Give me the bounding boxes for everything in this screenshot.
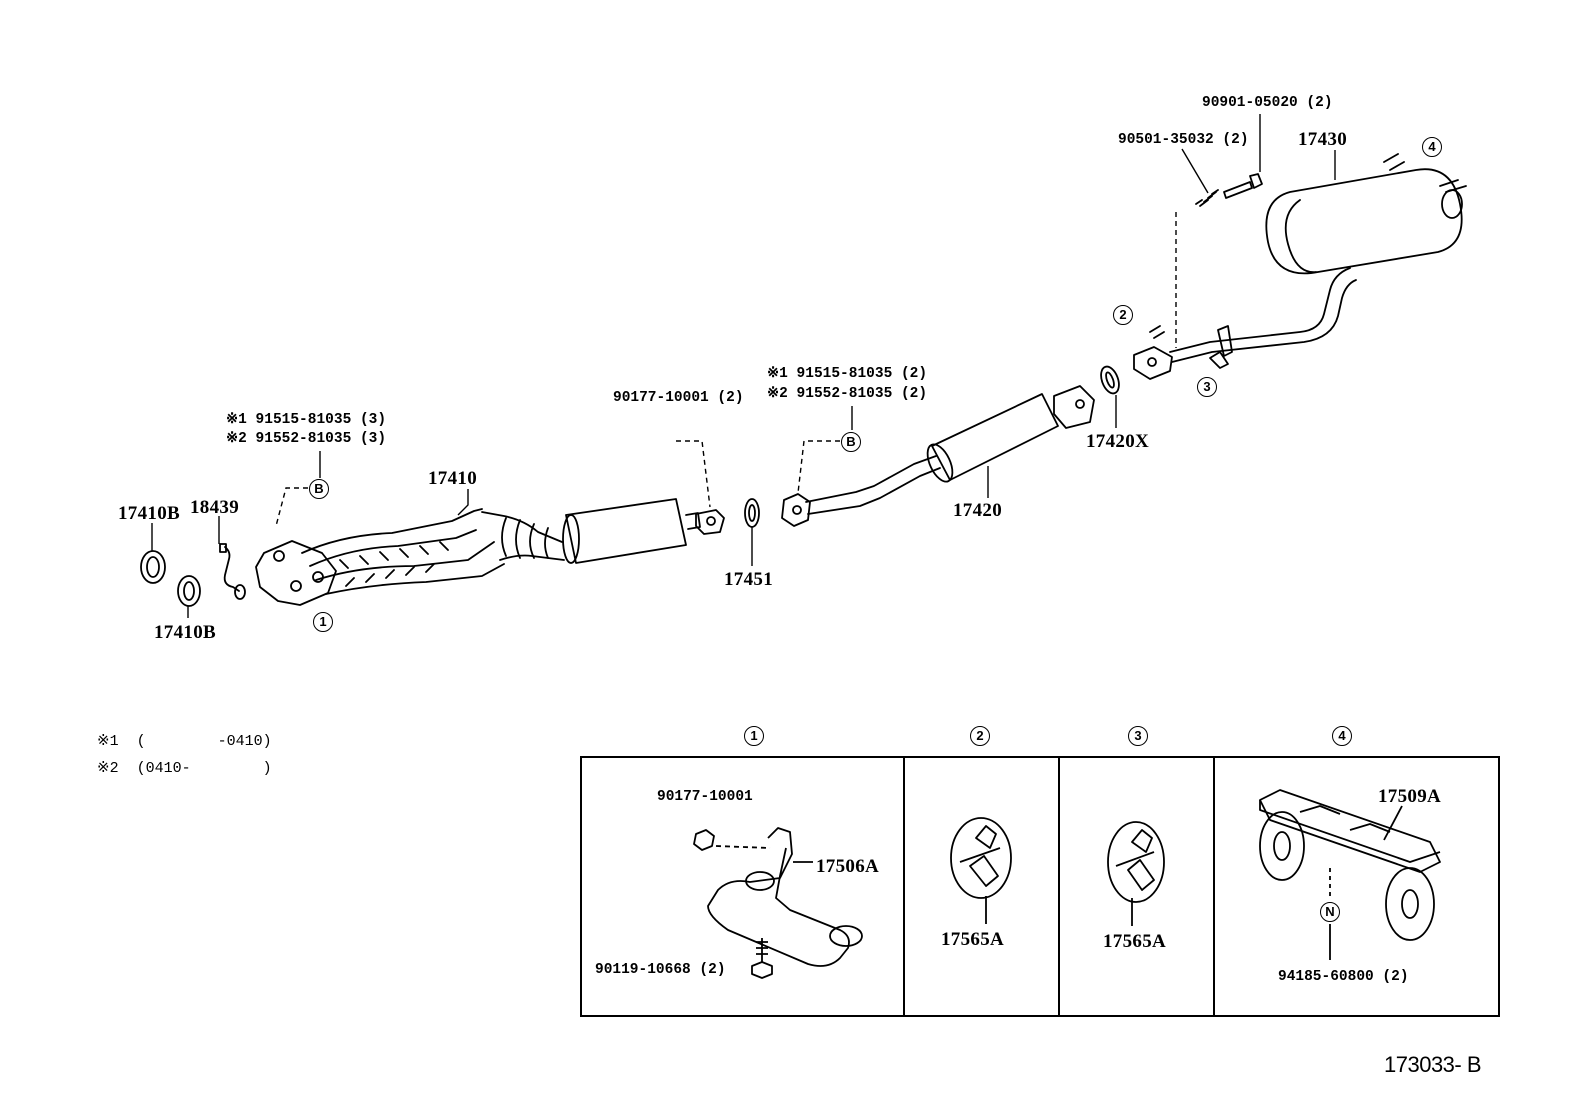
gasket-17451-drawing bbox=[744, 498, 760, 528]
label-90177-nut: 90177-10001 (2) bbox=[613, 390, 744, 406]
label-17410b-top: 17410B bbox=[118, 503, 180, 524]
detail-panels-frame bbox=[580, 756, 1500, 1017]
marker-b-center: B bbox=[841, 432, 861, 452]
diagram-reference: 173033- B bbox=[1384, 1052, 1482, 1077]
spring-bolt-drawing bbox=[1195, 173, 1263, 207]
center-bolt-note-2: ※2 91552-81035 (2) bbox=[767, 386, 928, 402]
callout-4-main: 4 bbox=[1422, 137, 1442, 157]
marker-b-front: B bbox=[309, 479, 329, 499]
center-bolt-note-1: ※1 91515-81035 (2) bbox=[767, 366, 928, 382]
callout-1-main: 1 bbox=[313, 612, 333, 632]
panel-4-nut-label: 94185-60800 (2) bbox=[1278, 969, 1409, 985]
label-90901: 90901-05020 (2) bbox=[1202, 95, 1333, 111]
tail-pipe-17430-drawing bbox=[1133, 153, 1467, 380]
gasket-17410b-top-drawing bbox=[140, 550, 166, 584]
panel-2-hanger-label: 17565A bbox=[941, 929, 1005, 950]
panel-2-drawing bbox=[950, 817, 1012, 924]
panel-1-nut-label: 90177-10001 bbox=[657, 789, 753, 805]
footnote-1: ※1 ( -0410) bbox=[97, 733, 272, 750]
panel-4-header: 4 bbox=[1332, 726, 1352, 746]
panel-3-drawing bbox=[1107, 821, 1165, 926]
gasket-17410b-bottom-drawing bbox=[177, 575, 201, 607]
front-bolt-note-2: ※2 91552-81035 (3) bbox=[226, 431, 387, 447]
label-17410: 17410 bbox=[428, 468, 477, 489]
panel-4-marker-n: N bbox=[1320, 902, 1340, 922]
footnote-2: ※2 (0410- ) bbox=[97, 760, 272, 777]
panel-3-hanger-label: 17565A bbox=[1103, 931, 1167, 952]
panel-2-header: 2 bbox=[970, 726, 990, 746]
callout-3-main: 3 bbox=[1197, 377, 1217, 397]
panel-1-bolt-label: 90119-10668 (2) bbox=[595, 962, 726, 978]
panel-1-bracket-label: 17506A bbox=[816, 856, 880, 877]
label-90501: 90501-35032 (2) bbox=[1118, 132, 1249, 148]
panel-4-support-label: 17509A bbox=[1378, 786, 1442, 807]
front-pipe-17410-drawing bbox=[255, 498, 725, 606]
gasket-17420x-drawing bbox=[1100, 365, 1120, 395]
panel-3-header: 3 bbox=[1128, 726, 1148, 746]
callout-2-main: 2 bbox=[1113, 305, 1133, 325]
panel-1-drawing bbox=[693, 827, 863, 979]
label-17430: 17430 bbox=[1298, 129, 1347, 150]
label-17410b-bottom: 17410B bbox=[154, 622, 216, 643]
panel-1-header: 1 bbox=[744, 726, 764, 746]
label-17420x: 17420X bbox=[1086, 431, 1150, 452]
label-18439: 18439 bbox=[190, 497, 239, 518]
center-pipe-17420-drawing bbox=[781, 385, 1095, 527]
oxygen-sensor-drawing bbox=[219, 543, 246, 600]
label-17420: 17420 bbox=[953, 500, 1002, 521]
front-bolt-note-1: ※1 91515-81035 (3) bbox=[226, 412, 387, 428]
panel-4-drawing bbox=[1259, 789, 1441, 960]
label-17451: 17451 bbox=[724, 569, 773, 590]
